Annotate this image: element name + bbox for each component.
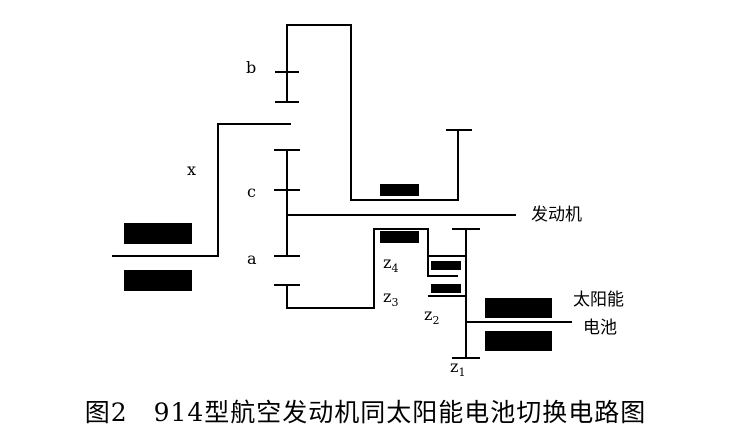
label-engine: 发动机 — [531, 205, 582, 225]
label-a: a — [247, 249, 257, 268]
solar-cell-block — [485, 298, 552, 318]
label-z2: z2 — [424, 305, 439, 327]
top-loop-contact — [380, 184, 419, 196]
label-x: x — [187, 160, 196, 179]
label-z1: z1 — [450, 357, 465, 379]
switch-x-arm — [112, 123, 291, 257]
bottom-return-contact — [380, 231, 419, 243]
bottom-return-wire — [286, 228, 458, 309]
z4-contact — [431, 261, 461, 270]
label-b: b — [246, 58, 256, 77]
label-solar: 太阳能 — [573, 290, 624, 310]
x-contact-lower — [124, 270, 192, 291]
z3-contact — [431, 284, 461, 293]
label-z4: z4 — [383, 253, 398, 275]
label-battery: 电池 — [583, 318, 617, 338]
label-z3: z3 — [383, 287, 398, 309]
label-c: c — [247, 182, 256, 201]
battery-block — [485, 331, 552, 351]
x-contact-upper — [124, 223, 192, 244]
figure-caption: 图2 914型航空发动机同太阳能电池切换电路图 — [84, 398, 647, 427]
top-loop-wire — [286, 24, 459, 201]
